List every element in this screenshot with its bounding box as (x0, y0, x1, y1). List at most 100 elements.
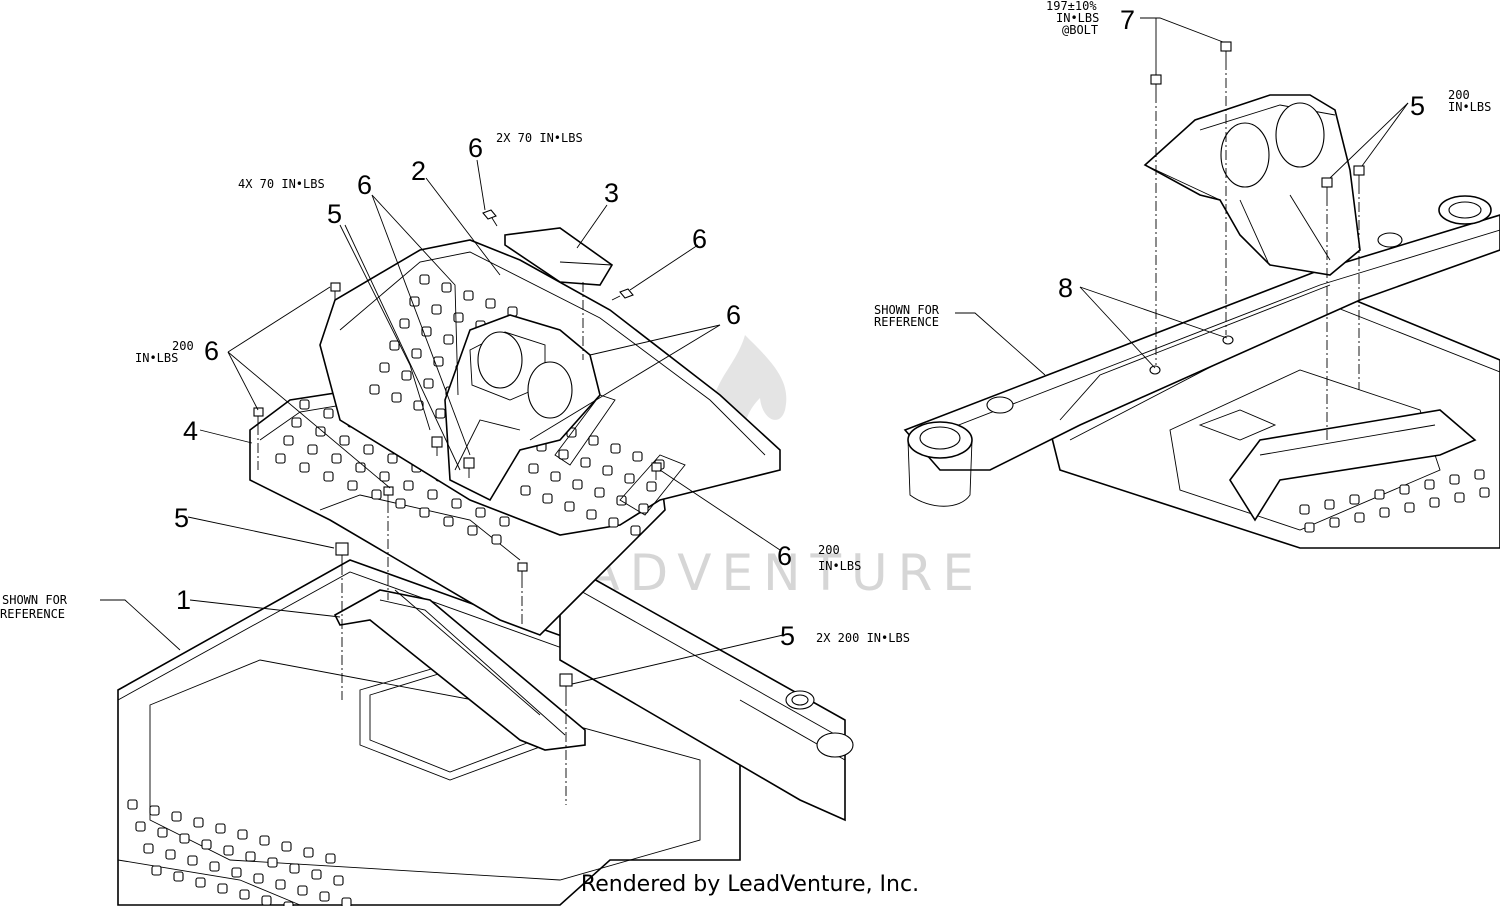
grid-hole (520, 485, 531, 496)
grid-hole (624, 473, 635, 484)
callout-1: 1 (176, 585, 191, 615)
grid-hole (586, 509, 597, 520)
grid-hole (630, 525, 641, 536)
grid-hole (419, 274, 430, 285)
grid-hole (608, 517, 619, 528)
callout-5-upper: 5 (327, 199, 342, 229)
grid-hole (403, 480, 414, 491)
grid-hole (231, 867, 242, 878)
grid-hole (453, 312, 464, 323)
grid-hole (179, 833, 190, 844)
cover-plate (504, 227, 614, 286)
grid-hole (475, 507, 486, 518)
grid-hole (1299, 504, 1310, 515)
callout-6-top: 6 (468, 133, 483, 163)
grid-hole (441, 282, 452, 293)
grid-hole (315, 426, 326, 437)
note-reference-line1: SHOWN FOR (2, 593, 68, 607)
footer-credit: Rendered by LeadVenture, Inc. (580, 872, 920, 897)
grid-hole (1329, 517, 1340, 528)
grid-hole (1474, 469, 1485, 480)
bolt-icon (611, 288, 634, 301)
grid-hole (275, 453, 286, 464)
grid-hole (143, 843, 154, 854)
note-right-reference-line2: REFERENCE (874, 315, 939, 329)
grid-hole (423, 378, 434, 389)
grid-hole (303, 847, 314, 858)
grid-hole (339, 435, 350, 446)
grid-hole (173, 871, 184, 882)
callout-2: 2 (411, 156, 426, 186)
grid-hole (401, 370, 412, 381)
grid-hole (281, 841, 292, 852)
grid-hole (237, 829, 248, 840)
grid-hole (646, 481, 657, 492)
grid-hole (602, 465, 613, 476)
grid-hole (610, 443, 621, 454)
grid-hole (363, 444, 374, 455)
left-view: 1 2 3 4 5 5 5 6 6 6 6 6 6 2X 70 IN•LBS 4… (0, 131, 910, 906)
callout-3: 3 (604, 178, 619, 208)
grid-hole (369, 384, 380, 395)
grid-hole (267, 857, 278, 868)
grid-hole (165, 849, 176, 860)
grid-hole (307, 444, 318, 455)
callout-7: 7 (1120, 5, 1135, 35)
right-bolts (1150, 41, 1365, 196)
grid-hole (491, 534, 502, 545)
grid-hole (419, 507, 430, 518)
callout-6-upper: 6 (357, 170, 372, 200)
note-torque5-line2: IN•LBS (1448, 100, 1491, 114)
callout-5-left: 5 (174, 503, 189, 533)
grid-hole (311, 869, 322, 880)
bolt-icon (517, 562, 528, 578)
grid-hole (217, 883, 228, 894)
grid-hole (499, 516, 510, 527)
bolt-icon (335, 542, 349, 565)
grid-hole (299, 399, 310, 410)
right-control-tower (1143, 94, 1361, 276)
grid-hole (391, 392, 402, 403)
grid-hole (355, 462, 366, 473)
bolt-icon (1321, 177, 1333, 196)
right-leader-lines (955, 17, 1409, 376)
note-right-reference-line1: SHOWN FOR (874, 303, 940, 317)
grid-hole (253, 873, 264, 884)
grid-hole (558, 449, 569, 460)
grid-hole (431, 304, 442, 315)
grid-hole (433, 356, 444, 367)
right-center-lines (1155, 60, 1360, 440)
note-torque7-line1: 197±10% (1046, 0, 1097, 13)
grid-hole (1449, 474, 1460, 485)
grid-hole (572, 479, 583, 490)
note-side-200-line1: 200 (172, 339, 194, 353)
grid-hole (151, 865, 162, 876)
grid-hole (564, 501, 575, 512)
grid-hole (1374, 489, 1385, 500)
grid-hole (195, 877, 206, 888)
grid-hole (283, 435, 294, 446)
grid-hole (463, 290, 474, 301)
note-reference-line2: REFERENCE (0, 607, 65, 621)
grid-hole (1479, 487, 1490, 498)
grid-hole (413, 400, 424, 411)
grid-hole (333, 875, 344, 886)
grid-hole (347, 480, 358, 491)
grid-hole (135, 821, 146, 832)
grid-hole (550, 471, 561, 482)
note-torque5-line1: 200 (1448, 88, 1470, 102)
note-right-200-line2: IN•LBS (818, 559, 861, 573)
callout-6-lower: 6 (777, 541, 792, 571)
grid-hole (427, 489, 438, 500)
grid-hole (435, 408, 446, 419)
note-top-torque: 2X 70 IN•LBS (496, 131, 583, 145)
control-tower-bracket (444, 314, 601, 502)
callout-4: 4 (183, 416, 198, 446)
grid-hole (193, 817, 204, 828)
grid-hole (1454, 492, 1465, 503)
grid-hole (149, 805, 160, 816)
grid-hole (638, 503, 649, 514)
grid-hole (588, 435, 599, 446)
grid-hole (467, 525, 478, 536)
frame-rail (559, 558, 854, 822)
